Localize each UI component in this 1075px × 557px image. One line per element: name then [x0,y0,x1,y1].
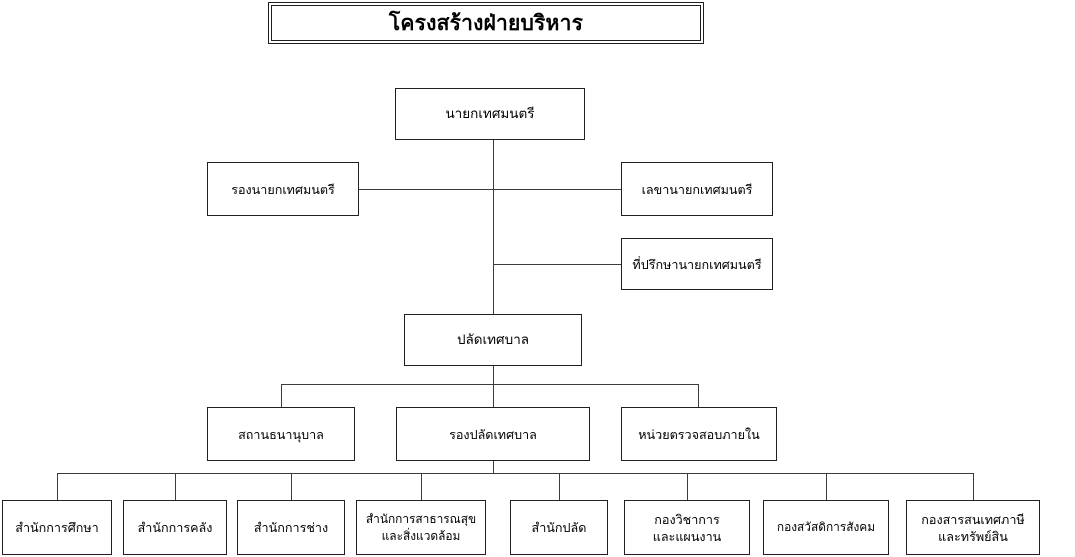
node-deputy-clerk[interactable]: รองปลัดเทศบาล [396,407,590,461]
node-deputy-mayor[interactable]: รองนายกเทศมนตรี [207,162,359,216]
node-division-social-welfare[interactable]: กองสวัสดิการสังคม [763,500,889,555]
connector-clerk-to-deputy-clerk [492,366,495,407]
node-mayor-advisor-label: ที่ปรึกษานายกเทศมนตรี [632,256,762,272]
chart-title-inner-border: โครงสร้างฝ่ายบริหาร [271,5,701,41]
node-division-public-health-environment[interactable]: สำนักการสาธารณสุข และสิ่งแวดล้อม [356,500,486,555]
node-division-public-health-environment-label: สำนักการสาธารณสุข และสิ่งแวดล้อม [365,512,477,543]
connector-bus-to-internal-audit [697,384,700,407]
connector-bus-to-division-3 [290,473,293,501]
node-deputy-mayor-label: รองนายกเทศมนตรี [231,181,335,197]
node-deputy-clerk-label: รองปลัดเทศบาล [449,426,537,442]
node-municipal-clerk-label: ปลัดเทศบาล [456,331,530,348]
node-municipal-clerk[interactable]: ปลัดเทศบาล [404,314,582,366]
node-division-education-label: สำนักการศึกษา [15,520,99,535]
node-pawnshop[interactable]: สถานธนานุบาล [207,407,355,461]
node-pawnshop-label: สถานธนานุบาล [238,426,324,442]
node-division-finance-label: สำนักการคลัง [137,520,213,535]
node-division-tax-property-info-label: กองสารสนเทศภาษี และทรัพย์สิน [921,511,1025,544]
node-division-public-works-label: สำนักการช่าง [253,520,329,535]
connector-bus-to-division-2 [174,473,177,501]
connector-mayor-to-clerk [492,139,495,315]
node-internal-audit[interactable]: หน่วยตรวจสอบภายใน [621,407,777,461]
connector-bus-to-division-1 [56,473,59,501]
connector-spine-to-advisor [492,263,623,266]
connector-bus-to-pawnshop [280,384,283,407]
node-mayor-label: นายกเทศมนตรี [445,105,535,122]
node-mayor-secretary[interactable]: เลขานายกเทศมนตรี [621,162,773,216]
node-division-finance[interactable]: สำนักการคลัง [123,500,227,555]
node-division-municipal-office-label: สำนักปลัด [531,520,587,535]
connector-bus-to-division-4 [420,473,423,501]
node-division-social-welfare-label: กองสวัสดิการสังคม [776,520,876,535]
chart-title-text: โครงสร้างฝ่ายบริหาร [388,10,584,35]
node-mayor-secretary-label: เลขานายกเทศมนตรี [641,181,753,197]
connector-bus-divisions [57,472,973,475]
connector-bus-to-division-8 [972,473,975,501]
chart-title-box: โครงสร้างฝ่ายบริหาร [268,2,704,44]
node-mayor-advisor[interactable]: ที่ปรึกษานายกเทศมนตรี [621,238,773,290]
node-division-education[interactable]: สำนักการศึกษา [2,500,112,555]
connector-bus-row3 [281,383,699,386]
connector-bus-to-division-7 [825,473,828,501]
connector-deputy-clerk-to-bus [492,461,495,474]
node-internal-audit-label: หน่วยตรวจสอบภายใน [638,426,760,442]
node-division-public-works[interactable]: สำนักการช่าง [237,500,345,555]
node-division-tax-property-info[interactable]: กองสารสนเทศภาษี และทรัพย์สิน [906,500,1040,555]
connector-deputy-secretary [358,188,622,191]
node-division-academic-planning-label: กองวิชาการ และแผนงาน [652,511,722,544]
node-mayor[interactable]: นายกเทศมนตรี [395,88,585,140]
connector-bus-to-division-6 [686,473,689,501]
node-division-academic-planning[interactable]: กองวิชาการ และแผนงาน [624,500,750,555]
connector-bus-to-division-5 [558,473,561,501]
node-division-municipal-office[interactable]: สำนักปลัด [510,500,608,555]
